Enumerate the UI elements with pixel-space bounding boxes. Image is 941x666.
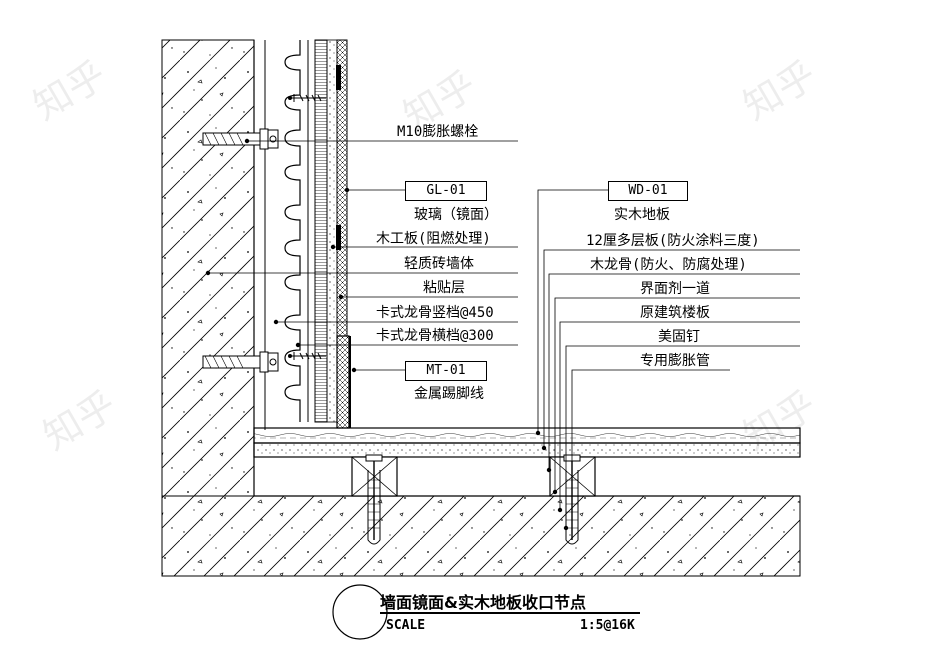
tag-gl-01: GL-01 bbox=[405, 181, 487, 201]
expansion-bolt-lower bbox=[202, 351, 279, 373]
label-wood-keel: 木龙骨(防火、防腐处理) bbox=[590, 257, 747, 273]
label-original-slab: 原建筑楼板 bbox=[640, 305, 710, 321]
solid-wood-floor bbox=[253, 427, 801, 444]
label-keel-horizontal: 卡式龙骨横档@300 bbox=[376, 328, 494, 344]
floor-leader-dots bbox=[535, 430, 569, 531]
wall-leader-dots bbox=[205, 138, 357, 373]
keel-profile bbox=[284, 40, 301, 422]
label-adhesive: 粘贴层 bbox=[423, 280, 465, 296]
screw-upper bbox=[288, 94, 326, 102]
wall-leaders bbox=[208, 140, 518, 371]
brick-wall-body bbox=[161, 39, 255, 497]
screw-lower bbox=[288, 352, 326, 360]
label-brick-wall: 轻质砖墙体 bbox=[404, 256, 474, 272]
title-circle bbox=[332, 584, 388, 640]
label-nail: 美固钉 bbox=[658, 329, 700, 345]
scale-value: 1:5@16K bbox=[580, 618, 635, 633]
plywood-layer bbox=[253, 442, 801, 458]
tag-wd-01: WD-01 bbox=[608, 181, 688, 201]
tag-mt-01: MT-01 bbox=[405, 361, 487, 381]
label-plywood: 12厘多层板(防火涂料三度) bbox=[586, 233, 760, 249]
label-solid-wood-floor: 实木地板 bbox=[614, 207, 670, 223]
label-metal-skirting: 金属踢脚线 bbox=[414, 386, 484, 402]
label-interface-agent: 界面剂一道 bbox=[640, 281, 710, 297]
label-m10-bolt: M10膨胀螺栓 bbox=[397, 124, 479, 140]
floor-leaders bbox=[537, 189, 800, 540]
label-glass-mirror: 玻璃（镜面） bbox=[414, 207, 498, 223]
adhesive-layer bbox=[326, 39, 338, 423]
wood-board-layer bbox=[314, 39, 328, 423]
nail-anchor-left bbox=[365, 454, 383, 545]
label-anchor: 专用膨胀管 bbox=[640, 353, 710, 369]
metal-skirting bbox=[336, 335, 350, 429]
floor-slab bbox=[161, 495, 801, 577]
label-keel-vertical: 卡式龙骨竖档@450 bbox=[376, 305, 494, 321]
scale-label: SCALE bbox=[386, 618, 426, 633]
drawing-title: 墙面镜面&实木地板收口节点 bbox=[380, 593, 586, 612]
label-wood-board: 木工板(阻燃处理) bbox=[376, 231, 491, 247]
